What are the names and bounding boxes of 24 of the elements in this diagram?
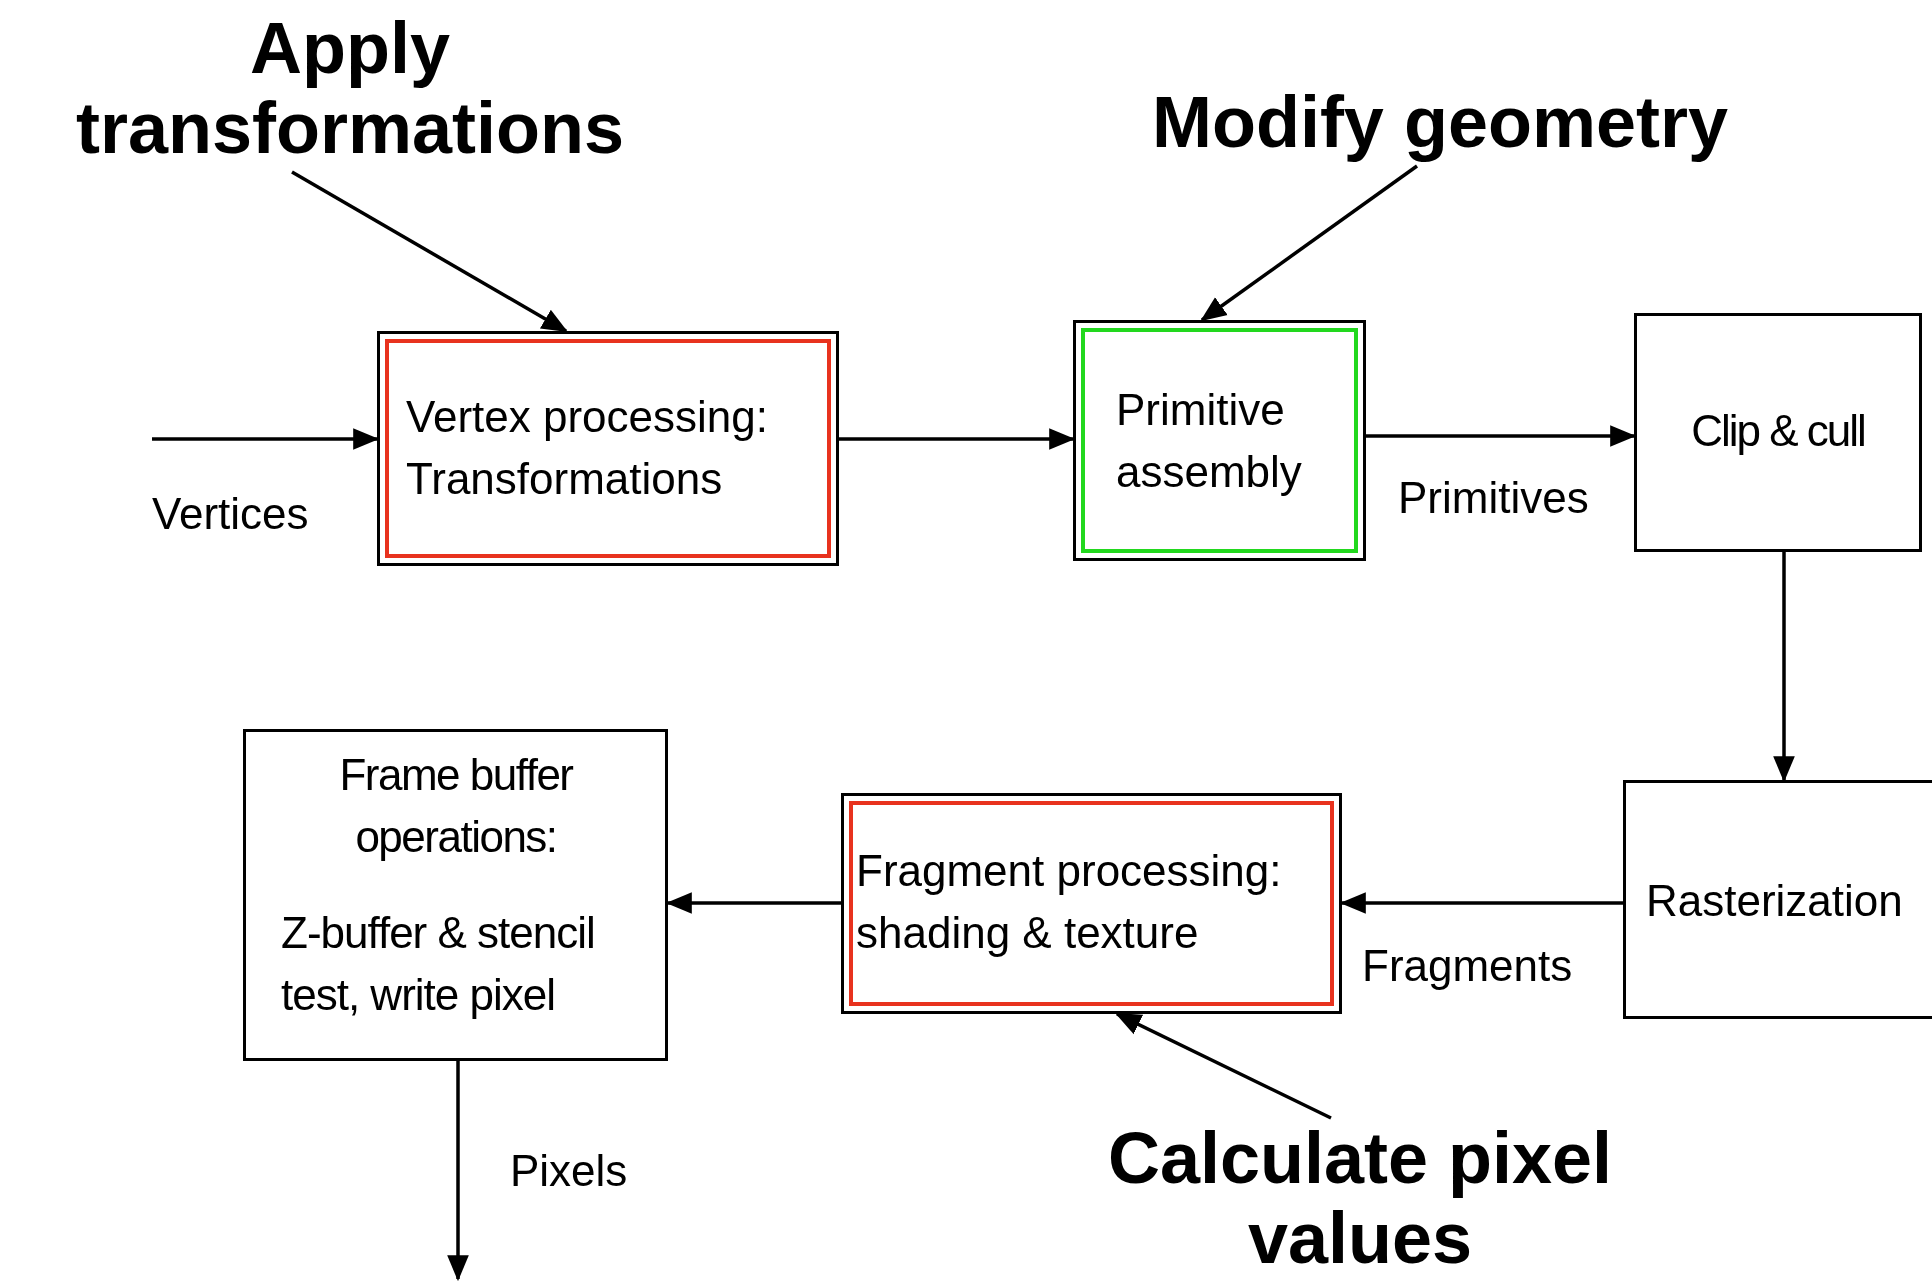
process-box: [243, 729, 668, 1061]
edge-label: Fragments: [1362, 940, 1573, 992]
arrow: [291, 170, 568, 333]
node-label: Fragment processing: shading & texture: [856, 845, 1283, 959]
process-box: [841, 793, 1342, 1014]
arrow: [1115, 1012, 1332, 1120]
process-box: [1623, 780, 1932, 1019]
edge-label: Primitives: [1398, 472, 1589, 524]
annotation-text: Apply transformations: [20, 8, 680, 172]
edge-label: Pixels: [510, 1145, 628, 1197]
annotation-text: Calculate pixel values: [1060, 1118, 1660, 1281]
node-label: Z-buffer & stencil test, write pixel: [281, 907, 596, 1021]
node-label: Frame buffer operations:: [338, 749, 575, 863]
node-label: Primitive assembly: [1116, 384, 1303, 498]
annotation-text: Modify geometry: [1100, 82, 1780, 166]
edge-label: Vertices: [152, 488, 309, 540]
node-label: Vertex processing: Transformations: [406, 391, 769, 505]
node-label: Clip & cull: [1690, 405, 1866, 457]
flow-arrow: [447, 1061, 469, 1281]
process-box: [1634, 313, 1922, 552]
process-box: [377, 331, 839, 566]
node-label: Rasterization: [1646, 875, 1904, 927]
process-box: [1073, 320, 1366, 561]
arrow: [1200, 164, 1418, 322]
